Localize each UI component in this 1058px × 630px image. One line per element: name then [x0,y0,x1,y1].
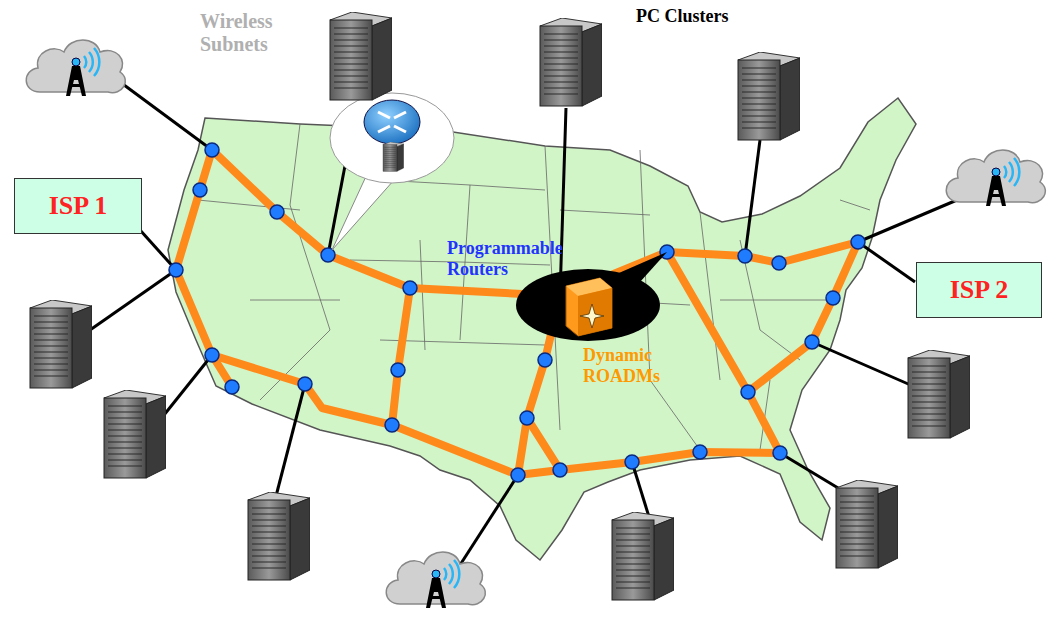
router-callout [330,93,454,250]
pc-clusters [30,12,970,600]
backbone [176,150,858,475]
map-label: PC Clusters [636,6,816,27]
isp-label: ISP 1 [49,191,108,221]
map-label: Programmable Routers [447,238,569,279]
map-label: Dynamic ROADMs [583,345,675,386]
network-dots [169,143,865,482]
isp-label: ISP 2 [950,275,1009,305]
wireless-clouds [26,40,1045,608]
isp-box: ISP 1 [14,178,142,234]
us-map [168,98,916,560]
isp-box: ISP 2 [916,262,1042,318]
map-label: Wireless Subnets [200,10,310,56]
roadm-callout [516,252,667,341]
